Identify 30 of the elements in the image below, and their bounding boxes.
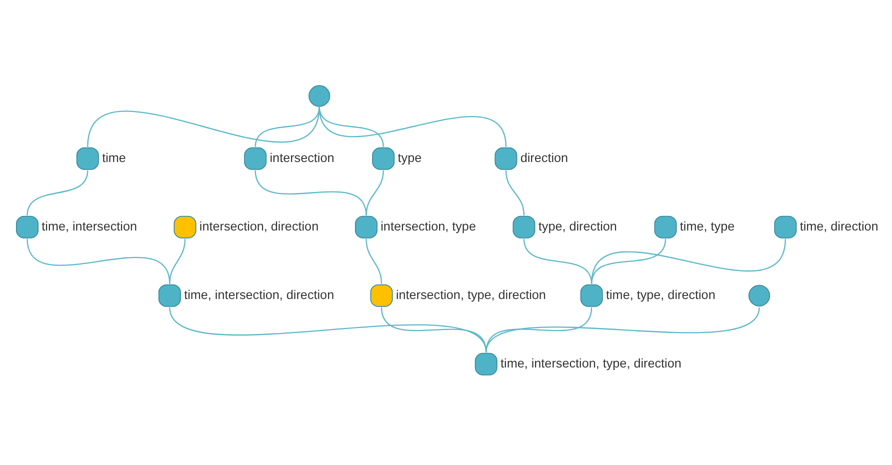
node-label: intersection: [270, 150, 334, 164]
connector: [87, 106, 320, 147]
connector: [591, 238, 666, 284]
node-circle: [748, 284, 770, 306]
connector: [366, 170, 384, 215]
connector: [505, 170, 525, 215]
node-label: time, type, direction: [606, 287, 716, 302]
connector: [254, 106, 320, 146]
connector: [591, 238, 786, 284]
node-label: time, direction: [800, 218, 878, 233]
connector: [169, 238, 186, 284]
node-label: time, intersection: [42, 218, 137, 233]
node-label: direction: [520, 150, 568, 164]
node-label: intersection, direction: [199, 218, 319, 233]
connector: [523, 238, 592, 284]
node-label: time, intersection, direction: [184, 287, 334, 302]
connector: [254, 170, 367, 216]
node-label: time, intersection, type, direction: [500, 356, 682, 370]
node-circle: [308, 84, 330, 106]
node-label: time, type: [680, 218, 735, 233]
node-label: intersection, type: [380, 218, 476, 233]
connector: [26, 170, 88, 216]
connector: [169, 306, 487, 352]
connector: [366, 238, 382, 284]
node-label: type, direction: [538, 218, 617, 233]
node-label: intersection, type, direction: [396, 287, 546, 302]
connector: [318, 106, 507, 147]
node-label: type: [398, 150, 422, 164]
connector: [486, 306, 760, 352]
node-label: time: [102, 150, 126, 164]
